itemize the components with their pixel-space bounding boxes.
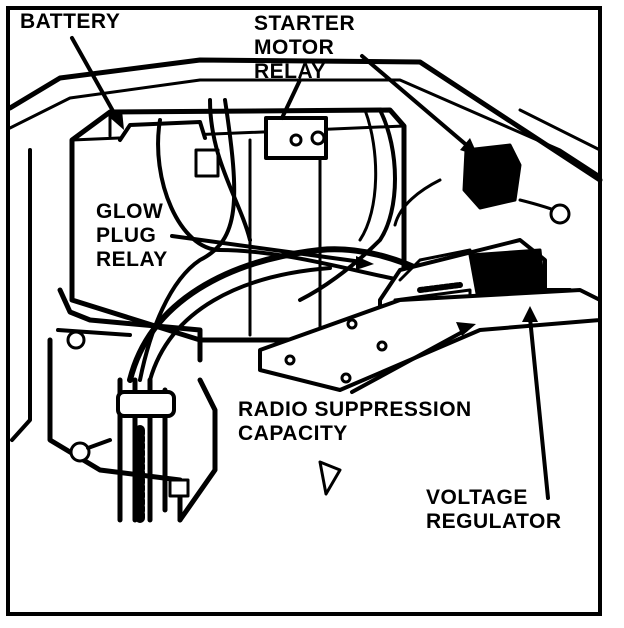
battery <box>69 107 407 343</box>
label-radio-suppression-capacity: RADIO SUPPRESSION CAPACITY <box>238 398 472 445</box>
label-voltage-regulator: VOLTAGE REGULATOR <box>426 486 562 533</box>
battery-terminal-cap <box>194 148 220 178</box>
label-battery: BATTERY <box>20 10 121 33</box>
label-glow-plug-relay: GLOW PLUG RELAY <box>96 200 168 271</box>
mounting-bolt <box>69 438 112 463</box>
caption-mark <box>318 460 342 496</box>
leader-lines <box>70 36 550 500</box>
cable-bundle <box>116 98 423 525</box>
battery-bracket <box>47 287 218 523</box>
leader-arrowheads <box>108 110 538 336</box>
label-starter-motor-relay: STARTER MOTOR RELAY <box>254 12 356 83</box>
starter-motor-relay <box>393 143 571 227</box>
cable-clamp <box>116 390 176 418</box>
mounting-plate <box>258 288 602 392</box>
